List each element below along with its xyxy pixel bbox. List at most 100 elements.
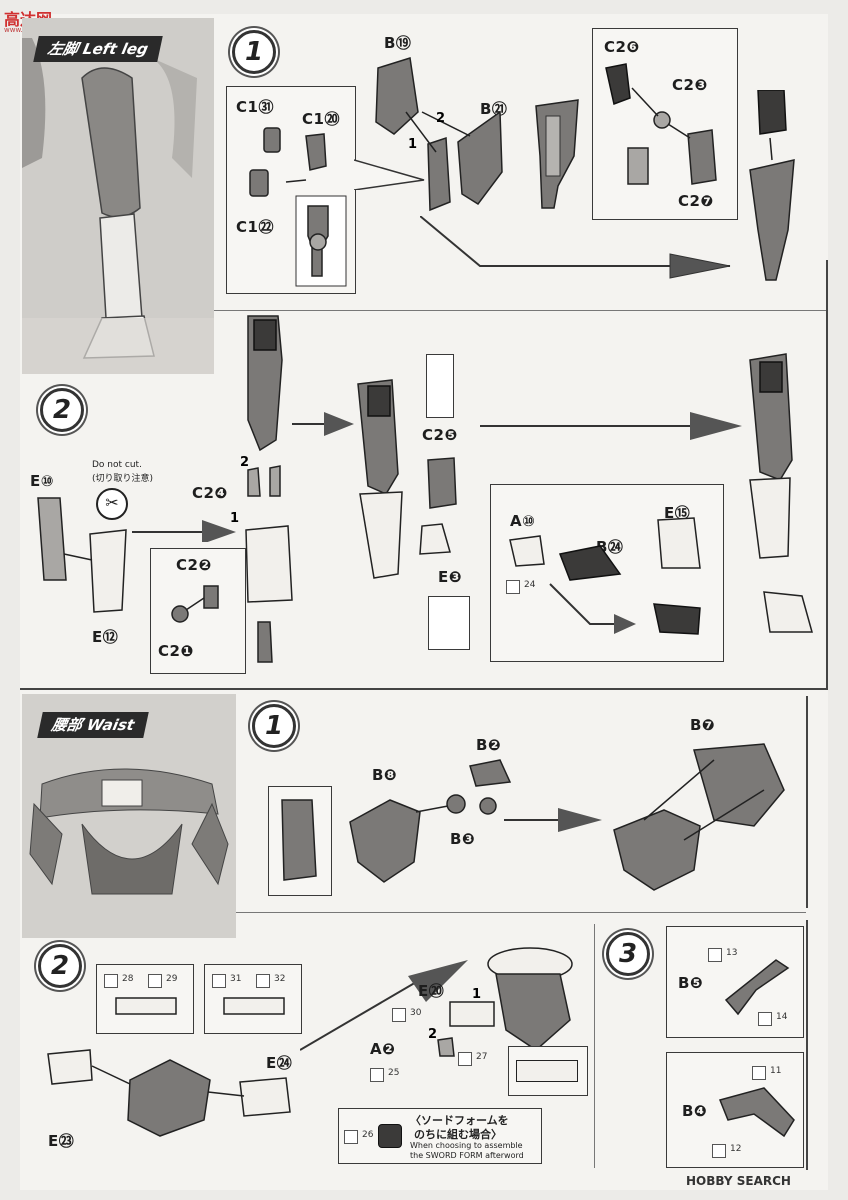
b5-box bbox=[666, 926, 804, 1038]
thigh-assembly-drawing bbox=[749, 90, 795, 281]
tag-13: 13 bbox=[726, 948, 738, 958]
label-c2-5: C2❺ bbox=[422, 426, 458, 444]
buckle-detail bbox=[516, 1060, 578, 1082]
svg-text:2: 2 bbox=[436, 111, 445, 126]
tag-box-29 bbox=[148, 974, 162, 988]
callout-pointer-step1 bbox=[354, 159, 425, 190]
label-e15: E⑮ bbox=[664, 504, 691, 522]
tag-box-13 bbox=[708, 948, 722, 962]
c2-5-preview-box bbox=[426, 354, 454, 418]
waist-step-3-marker: 3 bbox=[606, 932, 650, 976]
lower-leg-result-drawing bbox=[535, 99, 579, 209]
tag-12: 12 bbox=[730, 1144, 742, 1154]
label-c2-6: C2❻ bbox=[604, 38, 640, 56]
left-leg-title-jp: 左脚 bbox=[46, 40, 80, 58]
foot-parts-drawing bbox=[509, 517, 701, 635]
label-c2-4: C2❹ bbox=[192, 484, 228, 502]
left-leg-reference-photo bbox=[22, 18, 214, 374]
tag-box-27 bbox=[458, 1052, 472, 1066]
label-a2: A❷ bbox=[370, 1040, 396, 1058]
label-c2-3: C2❸ bbox=[672, 76, 708, 94]
label-b5: B❺ bbox=[678, 974, 704, 992]
shin-parts-drawing bbox=[37, 497, 127, 613]
waist-step1-result-drawing bbox=[613, 743, 785, 891]
right-border-top bbox=[826, 260, 828, 688]
svg-text:2: 2 bbox=[240, 455, 249, 470]
e3-preview-box bbox=[428, 596, 470, 650]
leg-final-drawing bbox=[749, 353, 813, 633]
waist-step1-arrow bbox=[504, 808, 602, 832]
label-c1-20: C1⑳ bbox=[302, 110, 340, 128]
step2-flow-arrow-2 bbox=[292, 412, 354, 436]
watermark-hobby-search: HOBBY SEARCH bbox=[686, 1174, 791, 1188]
left-leg-step-2-marker: 2 bbox=[40, 388, 84, 432]
leg-photo-illustration bbox=[22, 18, 214, 374]
divider-step3 bbox=[594, 924, 595, 1168]
belt-buckle-drawing: 1 2 bbox=[428, 947, 573, 1057]
c2-parts-drawing bbox=[605, 63, 717, 185]
label-c1-22: C1㉒ bbox=[236, 218, 274, 236]
label-e3: E❸ bbox=[438, 568, 462, 586]
b5-part-drawing bbox=[724, 959, 790, 1016]
b4-part-drawing bbox=[718, 1087, 795, 1138]
tag-11: 11 bbox=[770, 1066, 782, 1076]
left-leg-title-en: Left leg bbox=[81, 40, 150, 58]
tag-30: 30 bbox=[410, 1008, 422, 1018]
tag-box-32 bbox=[256, 974, 270, 988]
label-b2: B❷ bbox=[476, 736, 502, 754]
tag-32: 32 bbox=[274, 974, 286, 984]
label-e24: E㉔ bbox=[266, 1054, 293, 1072]
tag-28: 28 bbox=[122, 974, 134, 984]
label-b4: B❹ bbox=[682, 1102, 708, 1120]
tag-25: 25 bbox=[388, 1068, 400, 1078]
tag-24: 24 bbox=[524, 580, 536, 590]
tag-box-31 bbox=[212, 974, 226, 988]
label-e12: E⑫ bbox=[92, 628, 119, 646]
tag-27: 27 bbox=[476, 1052, 488, 1062]
note-do-not-cut-jp: (切り取り注意) bbox=[92, 474, 154, 484]
right-border-waist bbox=[806, 696, 808, 908]
divider-waist bbox=[20, 688, 828, 690]
sword-note-jp-2: のちに組む場合〉 bbox=[414, 1128, 502, 1141]
tag-14: 14 bbox=[776, 1012, 788, 1022]
label-b19: B⑲ bbox=[384, 34, 412, 52]
c2-joint-drawing bbox=[171, 585, 219, 623]
tag-box-24 bbox=[506, 580, 520, 594]
right-border-bottom bbox=[806, 920, 808, 1170]
waist-step2-assembly-drawing bbox=[47, 1049, 291, 1137]
waist-step1-parts-drawing bbox=[349, 759, 512, 883]
svg-text:1: 1 bbox=[230, 511, 239, 526]
sword-note-jp-1: 〈ソードフォームを bbox=[410, 1114, 509, 1127]
waist-step-2-marker: 2 bbox=[38, 944, 82, 988]
left-leg-header: 左脚 Left leg bbox=[33, 36, 163, 62]
step2-flow-arrow-3 bbox=[480, 412, 742, 440]
label-b7: B❼ bbox=[690, 716, 716, 734]
leg-mid-assembly-drawing bbox=[357, 379, 451, 579]
c2-joint-box bbox=[150, 548, 246, 674]
lower-leg-step1-drawing: 2 1 bbox=[375, 57, 503, 212]
waist-header: 腰部 Waist bbox=[37, 712, 149, 738]
waist-title-en: Waist bbox=[85, 716, 137, 734]
sword-note-en-1: When choosing to assemble bbox=[410, 1141, 523, 1150]
label-c2-7: C2❼ bbox=[678, 192, 714, 210]
label-c2-2: C2❷ bbox=[176, 556, 212, 574]
tag-box-11 bbox=[752, 1066, 766, 1080]
b8-preview-drawing bbox=[281, 799, 317, 881]
c2-5-part-drawing bbox=[427, 457, 457, 509]
step1-flow-arrow bbox=[420, 216, 731, 279]
tag-31: 31 bbox=[230, 974, 242, 984]
label-e10: E⑩ bbox=[30, 472, 54, 490]
label-b3: B❸ bbox=[450, 830, 476, 848]
label-e23: E㉓ bbox=[48, 1132, 75, 1150]
tag-box-26 bbox=[344, 1130, 358, 1144]
sword-note-en-2: the SWORD FORM afterword bbox=[410, 1151, 524, 1160]
label-b8: B❽ bbox=[372, 766, 398, 784]
note-do-not-cut-en: Do not cut. bbox=[92, 460, 142, 470]
svg-text:1: 1 bbox=[408, 137, 417, 152]
sword-form-note-box bbox=[338, 1108, 542, 1164]
tag-26: 26 bbox=[362, 1130, 374, 1140]
clip-detail-drawing bbox=[115, 997, 285, 1015]
tag-box-30 bbox=[392, 1008, 406, 1022]
label-a10: A⑩ bbox=[510, 512, 536, 530]
divider-left-leg bbox=[214, 310, 828, 311]
